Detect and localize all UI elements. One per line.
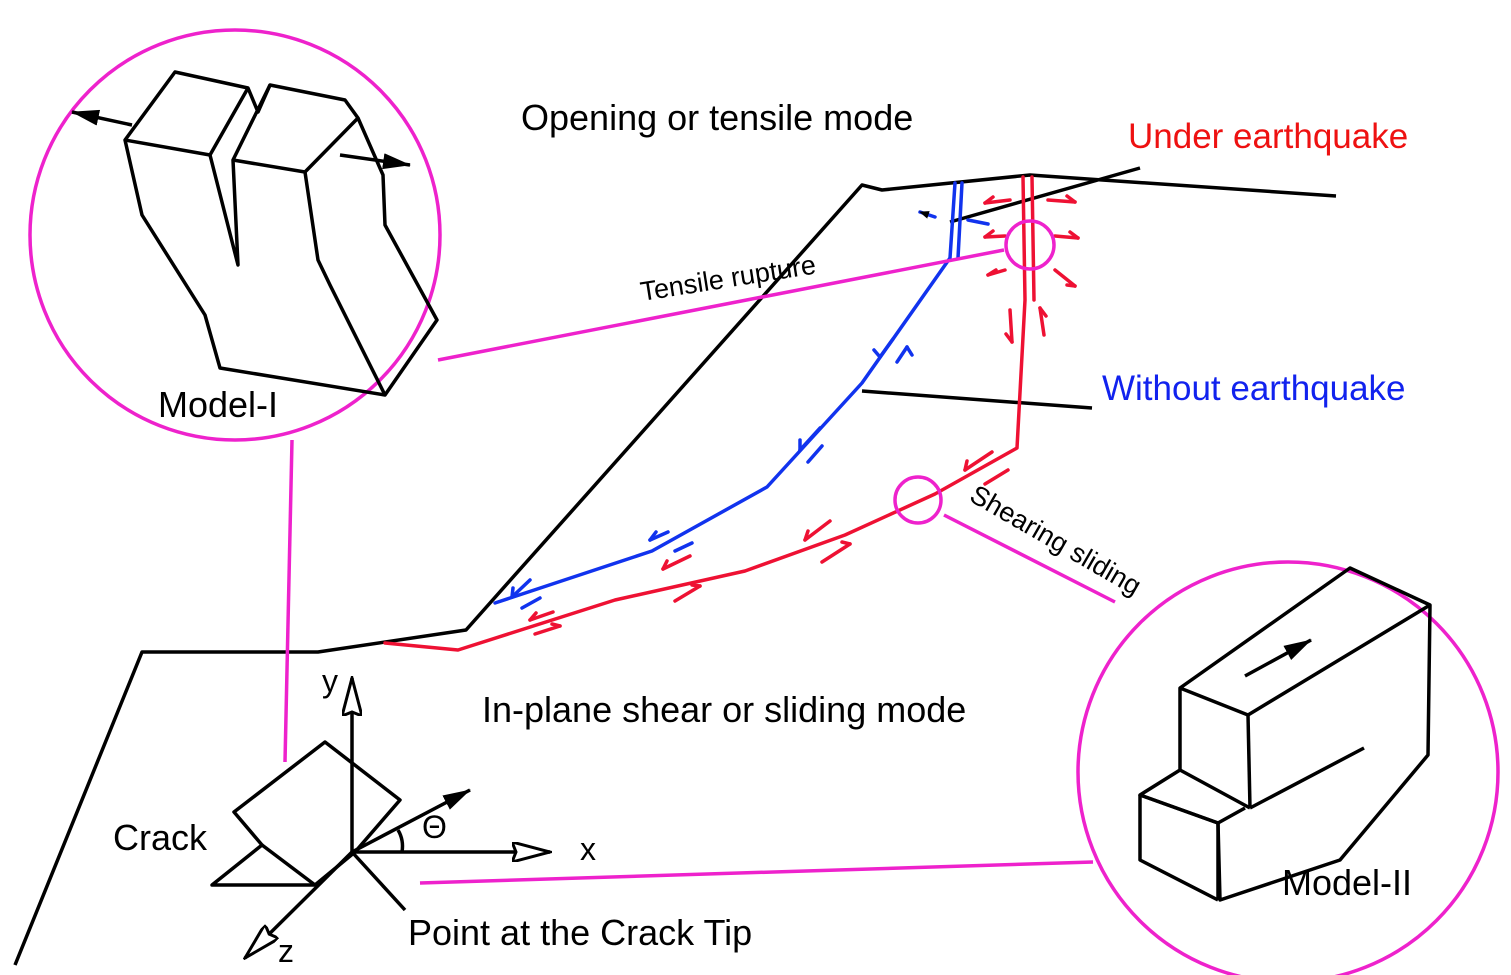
- slope-surface-line: [13, 173, 1337, 966]
- mid-ground-line: [861, 389, 1093, 410]
- shear-zone-circle: [893, 475, 943, 525]
- y-axis-label: y: [322, 663, 338, 699]
- z-axis: [245, 850, 354, 958]
- theta-label: Θ: [422, 809, 447, 845]
- theta-arc: [396, 829, 405, 853]
- tensile-zone-circle: [1004, 219, 1056, 271]
- slip-surface-under-earthquake: [383, 175, 1080, 652]
- model-1-block-icon: [71, 70, 439, 397]
- crack-tip-pointer: [350, 850, 407, 912]
- slope-profile: [13, 166, 1337, 966]
- under-earthquake-label: Under earthquake: [1128, 117, 1408, 156]
- model-1-label: Model-I: [158, 384, 278, 425]
- opening-mode-label: Opening or tensile mode: [521, 97, 913, 138]
- model-2-leader-line: [419, 860, 1094, 885]
- model-2-label: Model-II: [1282, 862, 1412, 903]
- x-axis-label: x: [580, 831, 596, 867]
- tensile-rupture-label: Tensile rupture: [638, 250, 818, 307]
- z-axis-label: z: [278, 933, 294, 969]
- crack-label: Crack: [113, 817, 208, 858]
- crack-tip-label: Point at the Crack Tip: [408, 912, 752, 953]
- crack-tip-coordinate-system: [210, 678, 550, 958]
- tensile-leader-line: [437, 248, 1005, 362]
- model-1-leader-line: [283, 439, 294, 763]
- shear-leader-line: [943, 513, 1116, 604]
- crack-shape: [210, 740, 402, 887]
- without-earthquake-label: Without earthquake: [1102, 369, 1406, 408]
- upper-ground-line: [949, 166, 1141, 224]
- slip-surface-without-earthquake: [493, 181, 990, 610]
- model-2-block-icon: [1138, 566, 1432, 902]
- callouts: [28, 28, 1500, 975]
- model-2-callout-circle: [1076, 560, 1500, 975]
- sliding-mode-label: In-plane shear or sliding mode: [482, 689, 966, 730]
- model-1-callout-circle: [28, 28, 442, 442]
- theta-direction: [351, 788, 471, 854]
